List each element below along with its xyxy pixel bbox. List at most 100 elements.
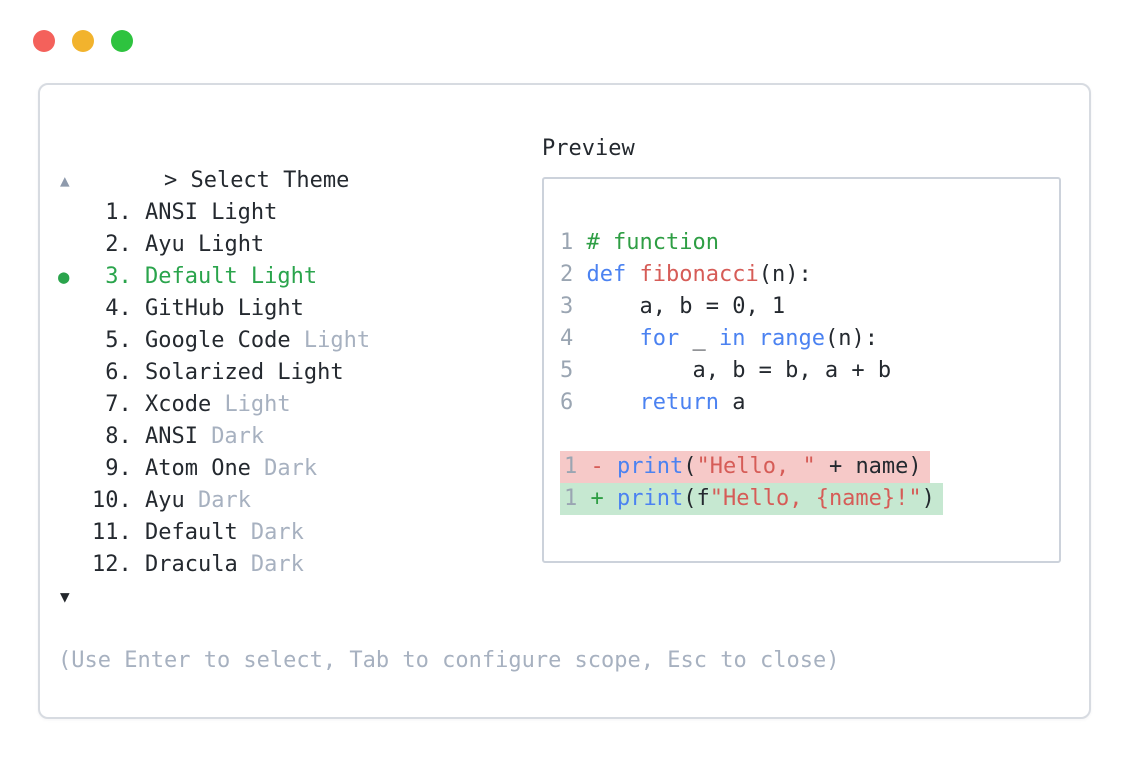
line-number: 6 — [560, 390, 587, 415]
line-number: 4 — [560, 326, 587, 351]
theme-number: 2. — [105, 232, 132, 257]
line-number: 1 — [564, 486, 591, 511]
code-line: 4 for _ in range(n): — [560, 323, 1049, 355]
theme-name: ANSI — [144, 200, 198, 225]
selected-indicator — [58, 389, 92, 421]
theme-name: Default — [144, 264, 238, 289]
code-token: a, b = 0, 1 — [586, 294, 786, 319]
line-number: 5 — [560, 358, 587, 383]
selected-indicator — [58, 197, 92, 229]
code-token — [626, 262, 639, 287]
theme-list-item[interactable]: 6. Solarized Light — [58, 357, 542, 389]
theme-name: Dracula — [144, 552, 238, 577]
code-token: fibonacci — [639, 262, 759, 287]
code-line-content: 2 def fibonacci(n): — [560, 259, 812, 291]
code-token — [587, 390, 640, 415]
minimize-window-button[interactable] — [72, 30, 94, 52]
window-controls — [33, 30, 133, 52]
theme-list-item[interactable]: 5. Google Code Light — [58, 325, 542, 357]
theme-name: Ayu — [144, 488, 185, 513]
code-token — [587, 326, 640, 351]
theme-variant: Light — [303, 328, 371, 353]
theme-variant: Light — [277, 360, 344, 385]
theme-variant: Dark — [211, 424, 265, 449]
close-window-button[interactable] — [33, 30, 55, 52]
code-line: 3 a, b = 0, 1 — [560, 291, 1049, 323]
code-line: 2 def fibonacci(n): — [560, 259, 1049, 291]
theme-name: GitHub — [144, 296, 225, 321]
preview-heading: Preview — [542, 136, 635, 161]
code-line: 1 # function — [560, 227, 1049, 259]
scroll-down-indicator[interactable]: ▼ — [60, 587, 70, 606]
line-number: 2 — [560, 262, 587, 287]
zoom-window-button[interactable] — [111, 30, 133, 52]
theme-number: 11. — [92, 520, 132, 545]
line-number: 1 — [564, 454, 591, 479]
line-number: 3 — [560, 294, 587, 319]
selected-indicator — [58, 549, 92, 581]
code-line-content: 6 return a — [560, 387, 745, 419]
code-token: ) — [921, 486, 935, 511]
code-token: + — [590, 486, 617, 511]
help-text: (Use Enter to select, Tab to configure s… — [58, 648, 840, 673]
theme-number: 12. — [92, 552, 132, 577]
theme-number: 5. — [105, 328, 132, 353]
code-token: a — [718, 390, 746, 415]
page-title: Select Theme — [190, 168, 350, 193]
scroll-up-indicator[interactable]: ▲ — [60, 171, 70, 190]
selected-indicator — [58, 325, 92, 357]
theme-number: 6. — [105, 360, 132, 385]
theme-name: Atom One — [144, 456, 251, 481]
code-line: 1 - print("Hello, " + name) — [560, 451, 1049, 483]
code-token: _ — [679, 326, 719, 351]
code-token: (n): — [758, 262, 812, 287]
theme-variant: Light — [250, 264, 318, 289]
theme-name: Ayu — [144, 232, 185, 257]
code-token: return — [639, 390, 719, 415]
theme-number: 1. — [105, 200, 132, 225]
code-token: "Hello, " — [696, 454, 816, 479]
selected-indicator — [58, 453, 92, 485]
theme-variant: Dark — [250, 552, 304, 577]
theme-number: 8. — [105, 424, 132, 449]
diff-removed-line: 1 - print("Hello, " + name) — [560, 451, 930, 483]
code-token: for — [639, 326, 680, 351]
selected-indicator — [58, 357, 92, 389]
code-token: + name) — [815, 454, 922, 479]
theme-name: Solarized — [144, 360, 265, 385]
theme-name: Xcode — [144, 392, 212, 417]
code-line-content: 3 a, b = 0, 1 — [560, 291, 785, 323]
selected-indicator: ● — [58, 266, 70, 288]
theme-number: 10. — [92, 488, 132, 513]
theme-number: 4. — [105, 296, 132, 321]
theme-list-item[interactable]: 12. Dracula Dark — [58, 549, 542, 581]
theme-number: 9. — [105, 456, 132, 481]
code-token: a, b = b, a + b — [586, 358, 892, 383]
code-token: range — [758, 326, 825, 351]
prompt-caret: > — [163, 168, 178, 193]
code-line: 5 a, b = b, a + b — [560, 355, 1049, 387]
theme-name: Google Code — [144, 328, 291, 353]
diff-added-line: 1 + print(f"Hello, {name}!") — [560, 483, 943, 515]
line-number: 1 — [560, 230, 587, 255]
selected-indicator — [58, 421, 92, 453]
theme-number: 7. — [105, 392, 132, 417]
selected-indicator — [58, 485, 92, 517]
code-line-content: 5 a, b = b, a + b — [560, 355, 891, 387]
code-token: # function — [586, 230, 719, 255]
